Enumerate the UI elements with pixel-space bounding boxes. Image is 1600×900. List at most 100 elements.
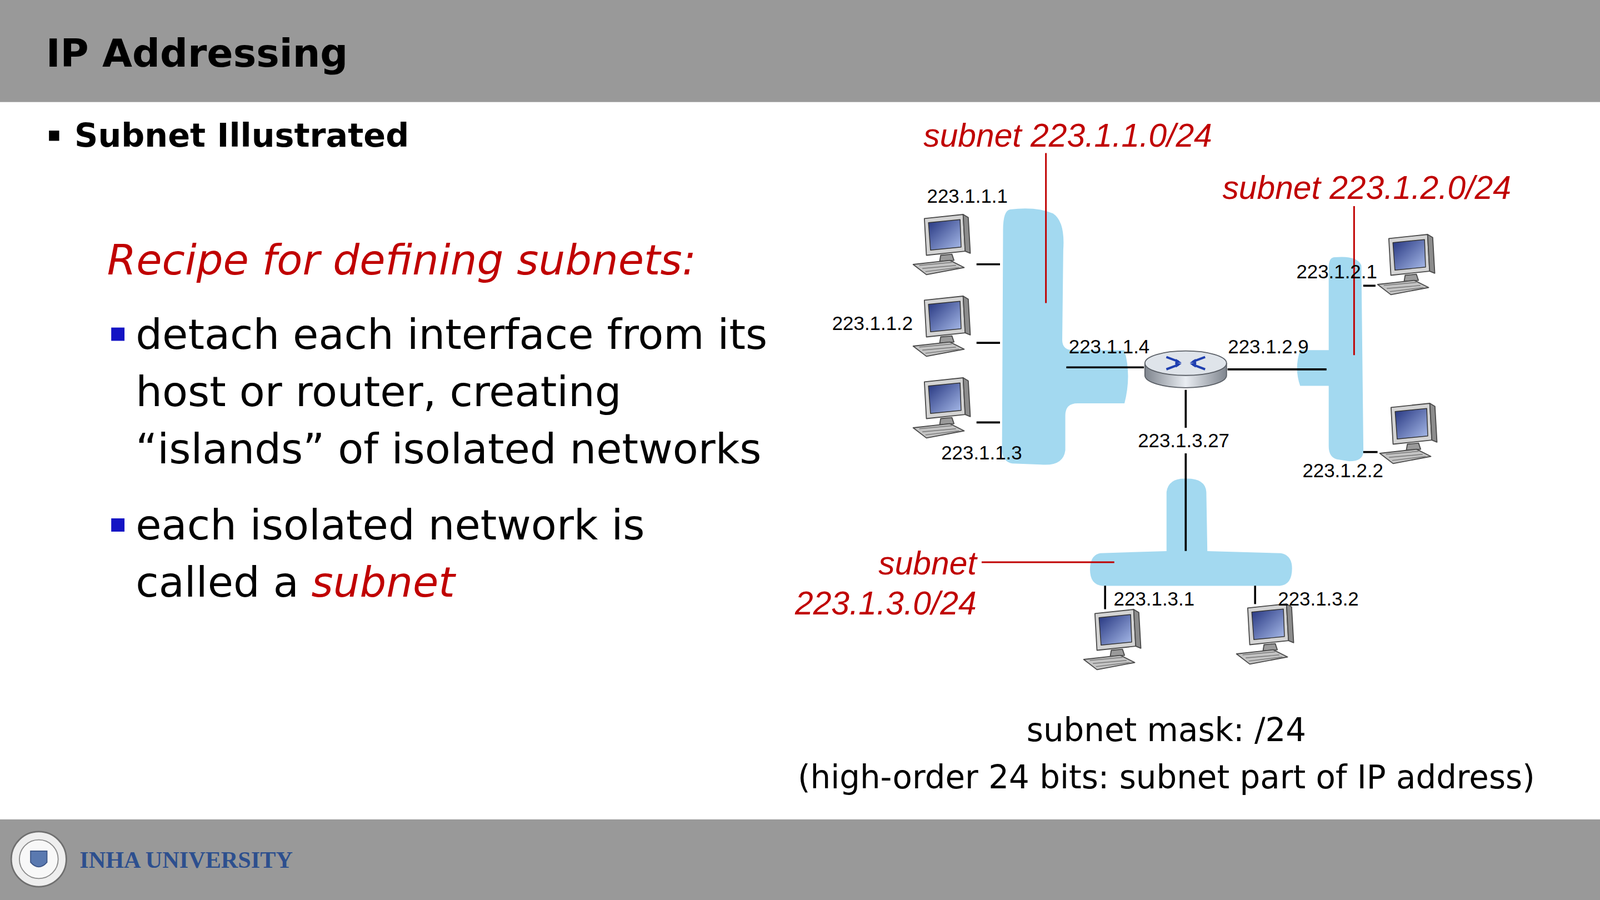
- subnet-node: subnet 223.1.1.0/24: [1000, 209, 1067, 465]
- subnet-shape: [1296, 256, 1363, 462]
- interface-link: [976, 421, 1000, 424]
- monitor-side: [963, 214, 971, 254]
- router-arrowheads: [1175, 358, 1197, 368]
- ip-address: 223.1.1.1: [926, 184, 1008, 208]
- interface-link: [1363, 451, 1378, 454]
- host-computer: [1081, 609, 1148, 671]
- section-heading: Subnet Illustrated: [74, 115, 409, 157]
- leader-line: [981, 561, 1115, 564]
- seal-ring: [11, 831, 67, 887]
- monitor-frame: [1390, 403, 1432, 444]
- keyboard: [1236, 650, 1288, 665]
- keyboard-keys: [1385, 451, 1426, 461]
- keyboard-keys: [919, 425, 960, 435]
- subnet-island: [1326, 257, 1364, 462]
- monitor-frame: [1247, 603, 1289, 645]
- keyboard: [1083, 655, 1135, 670]
- seal-inner: [19, 840, 59, 879]
- ip-address: 223.1.3.2: [1277, 587, 1359, 611]
- monitor-side: [963, 296, 971, 335]
- keyboard: [913, 260, 965, 275]
- monitor-frame: [924, 296, 965, 337]
- host-computer: [1377, 403, 1444, 465]
- keyboard-keys: [1090, 657, 1130, 667]
- keyboard-keys: [1242, 652, 1283, 662]
- monitor-frame: [1095, 609, 1136, 650]
- subnet-island: [1090, 551, 1293, 586]
- bullet-square: [48, 130, 59, 141]
- recipe-heading: Recipe for defining subnets:: [107, 231, 697, 289]
- subnet-node: subnet 223.1.2.0/24: [1326, 257, 1364, 462]
- host-node: 223.1.2.2: [1377, 403, 1444, 465]
- bullet-text-block: each isolated network is called asubnet: [135, 496, 708, 612]
- term-highlight: subnet: [311, 557, 455, 607]
- seal-shield: [30, 851, 47, 867]
- monitor-side: [1427, 234, 1435, 274]
- leader-line: [1045, 153, 1047, 304]
- keyboard-keys: [919, 262, 960, 272]
- router-node: 223.1.1.4223.1.2.9223.1.3.27: [1143, 348, 1228, 390]
- interface-link: [1363, 284, 1376, 287]
- monitor-screen: [928, 382, 962, 414]
- bullet-text: detach each interface from its host or r…: [135, 306, 789, 478]
- monitor-frame: [924, 214, 965, 255]
- host-node: 223.1.2.1: [1375, 234, 1442, 296]
- router-symbol: [1143, 348, 1228, 390]
- host-computer: [911, 296, 977, 358]
- monitor-side: [1286, 603, 1294, 643]
- monitor-screen: [1252, 609, 1285, 640]
- host-computer: [911, 377, 977, 439]
- ip-address: 223.1.3.1: [1113, 587, 1195, 611]
- ip-address: 223.1.2.2: [1302, 458, 1383, 483]
- bullet-square: [111, 518, 125, 532]
- subnet-label: subnet 223.1.1.0/24: [923, 116, 1213, 155]
- keyboard: [1377, 280, 1429, 295]
- monitor-frame: [924, 377, 965, 419]
- keyboard: [1379, 448, 1431, 464]
- host-computer: [911, 214, 977, 276]
- ip-address: 223.1.1.3: [941, 441, 1022, 465]
- interface-link: [1184, 390, 1187, 552]
- monitor-screen: [928, 301, 962, 332]
- monitor-frame: [1388, 234, 1430, 275]
- interface-link: [1103, 585, 1107, 609]
- keyboard: [913, 341, 965, 357]
- router-arrows: [1166, 357, 1205, 370]
- ip-address: 223.1.2.9: [1227, 335, 1309, 359]
- bullet-square: [111, 327, 125, 342]
- host-node: 223.1.1.2: [911, 296, 977, 358]
- host-computer: [1375, 234, 1442, 296]
- mask-note: (high-order 24 bits: subnet part of IP a…: [797, 757, 1535, 798]
- slide-title: IP Addressing: [46, 29, 349, 77]
- subnet-label: subnet 223.1.3.0/24: [782, 543, 977, 623]
- monitor-screen: [928, 219, 962, 250]
- ip-address: 223.1.2.1: [1296, 259, 1377, 283]
- interface-link: [976, 341, 1000, 344]
- ip-address: 223.1.1.4: [1068, 335, 1150, 359]
- subnet-shape: [1090, 478, 1293, 586]
- subnet-label: subnet 223.1.2.0/24: [1222, 168, 1512, 208]
- monitor-screen: [1098, 614, 1132, 645]
- monitor-side: [1133, 609, 1142, 649]
- monitor-side: [963, 377, 971, 417]
- header-bar: [0, 0, 1600, 103]
- host-node: 223.1.3.1: [1081, 609, 1148, 671]
- keyboard-keys: [1383, 282, 1424, 293]
- university-name: INHA UNIVERSITY: [79, 845, 293, 876]
- subnet-node: subnet 223.1.3.0/24: [1090, 551, 1293, 586]
- monitor-screen: [1395, 408, 1428, 439]
- host-computer: [1234, 603, 1300, 665]
- keyboard: [913, 423, 965, 438]
- monitor-side: [1429, 403, 1437, 443]
- ip-address: 223.1.3.27: [1135, 428, 1233, 454]
- interface-link: [976, 263, 1000, 266]
- host-node: 223.1.3.2: [1234, 603, 1300, 665]
- router-top: [1145, 351, 1227, 376]
- subnet-island: [1000, 209, 1067, 465]
- mask-note: subnet mask: /24: [1026, 710, 1307, 751]
- footer-bar: [0, 819, 1600, 900]
- university-seal: [11, 831, 67, 887]
- interface-link: [1253, 585, 1257, 604]
- keyboard-keys: [919, 343, 960, 354]
- ip-address: 223.1.1.2: [832, 311, 913, 335]
